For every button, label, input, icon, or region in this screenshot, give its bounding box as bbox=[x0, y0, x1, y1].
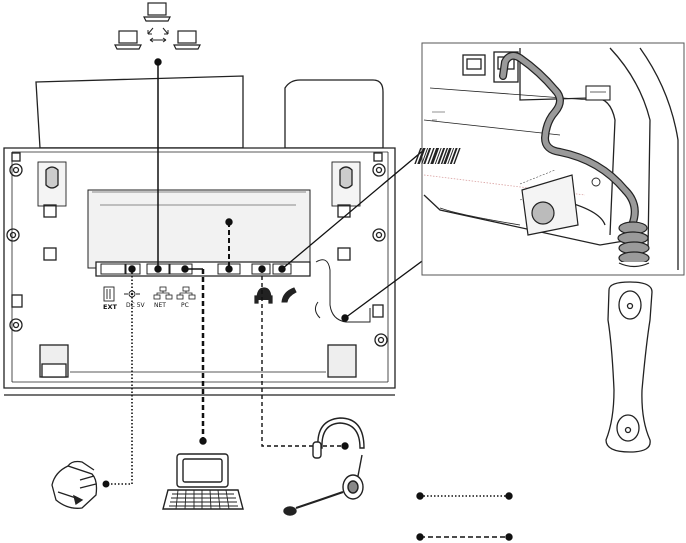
legend-item-dashed bbox=[417, 534, 512, 540]
computer-icon bbox=[163, 454, 243, 509]
network-computers-icon bbox=[115, 3, 200, 49]
dc-label: DC 5V bbox=[126, 302, 146, 309]
inset-detail bbox=[414, 43, 684, 275]
power-adapter-icon bbox=[52, 462, 97, 509]
ext-port bbox=[101, 264, 125, 274]
legend-item-dotted bbox=[417, 493, 512, 499]
pc-label: PC bbox=[181, 302, 189, 309]
headset-icon bbox=[284, 418, 364, 515]
ext-icon bbox=[104, 287, 114, 301]
legend bbox=[417, 493, 512, 540]
phone-base bbox=[4, 76, 395, 395]
handset-icon bbox=[606, 282, 652, 452]
net-label: NET bbox=[154, 302, 166, 309]
ext-label: EXT bbox=[103, 303, 117, 311]
